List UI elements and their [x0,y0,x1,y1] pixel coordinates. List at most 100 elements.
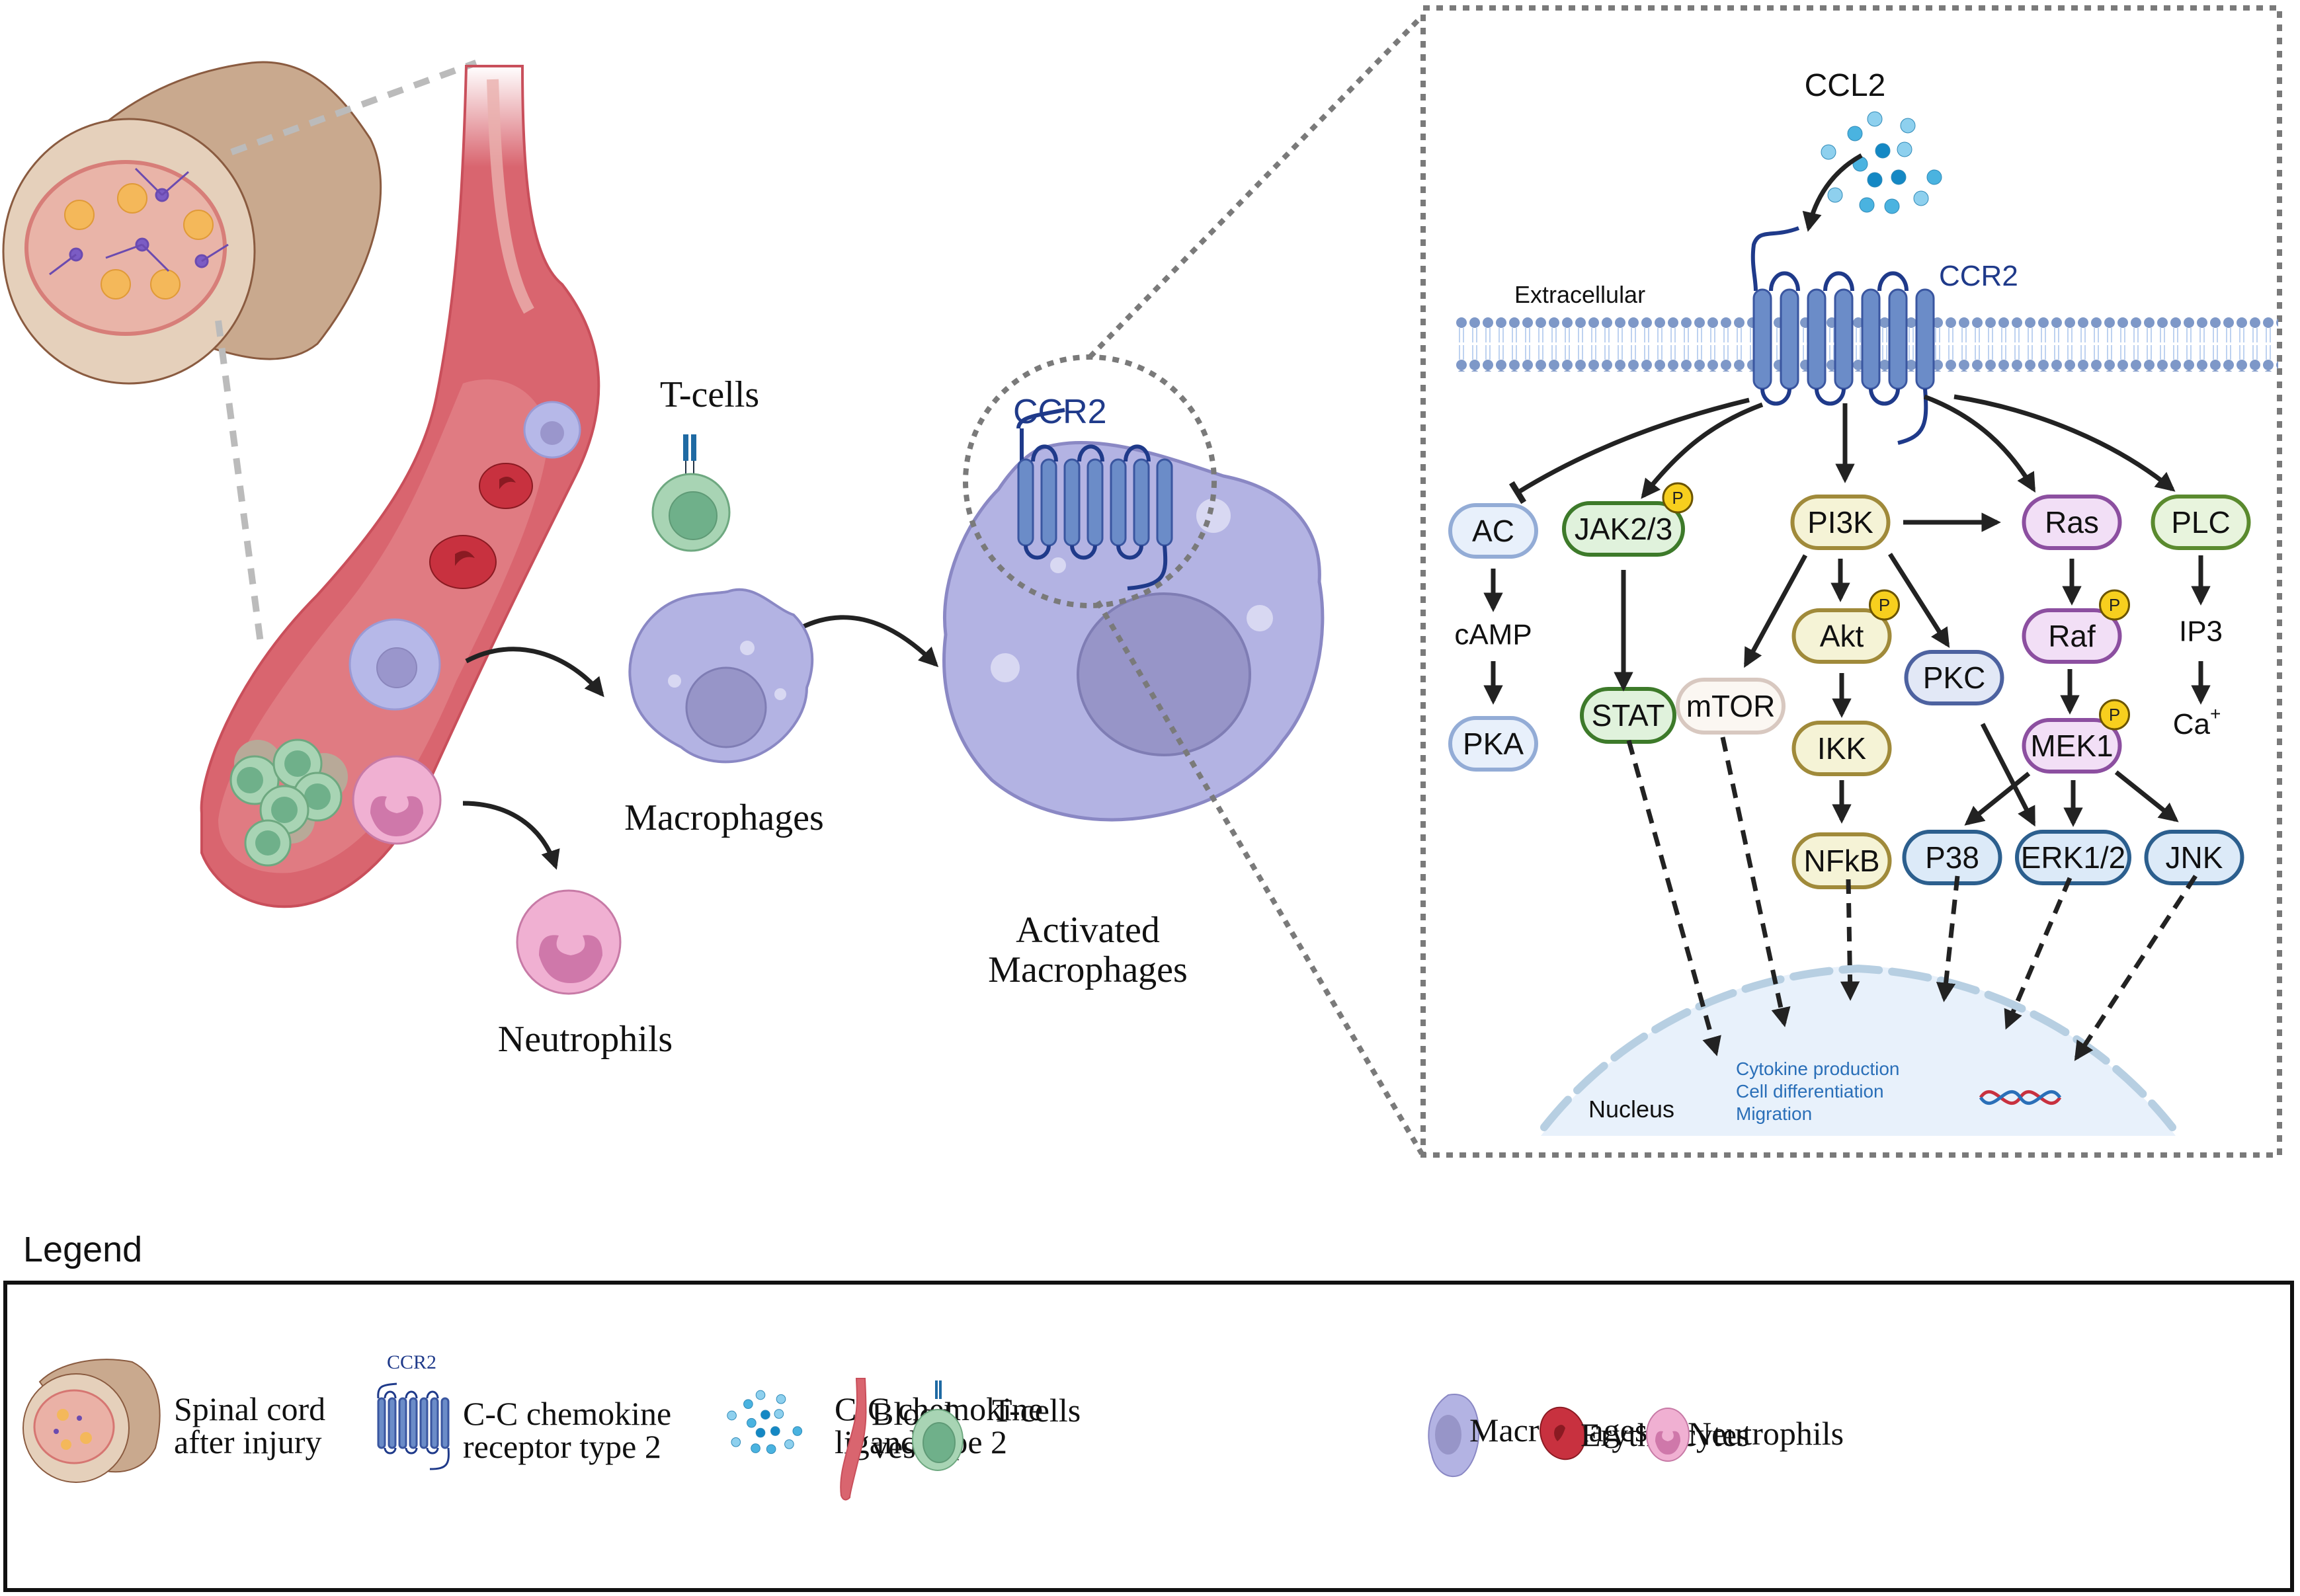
phospho-badge-akt-label: P [1879,595,1890,615]
ccl2-dot [776,1394,786,1404]
phospho-badge-raf [2099,589,2130,621]
ccl2-dot [792,1426,803,1436]
t-cell-icon [912,1380,964,1471]
activated-macrophages-label-2: Macrophages [988,949,1188,990]
neutrophil [516,889,622,995]
ccl2-dot [1821,144,1836,160]
activated-macrophage [942,440,1325,822]
dna-icon [1979,1090,2062,1105]
legend-label-neutrophils: Neutrophils [1688,1415,1844,1452]
node-pkc-pill [1904,650,2004,705]
ccl2-dot [755,1427,766,1438]
node-pka-label: PKA [1463,727,1524,761]
node-ip3-label: IP3 [2179,616,2223,648]
node-plc-pill [2151,495,2251,550]
node-ikk: IKK [1791,721,1892,776]
node-plc: PLC [2151,495,2251,550]
arrow-mek-p38 [1964,772,2031,826]
erythrocyte-icon [1540,1406,1586,1460]
node-raf-pill [2022,608,2122,664]
ccl2-dot [1859,197,1875,213]
ccl2-label: CCL2 [1805,68,1886,103]
outcome-differentiation: Cell differentiation [1736,1081,1884,1101]
phospho-badge-akt [1869,589,1900,621]
ccl2-dot [747,1417,757,1428]
ccl2-dot [1926,169,1942,185]
ccl2-ligand-dots [1821,111,1942,214]
spinal-cord-cross-section [2,61,382,385]
node-ras-label: Ras [2045,505,2099,539]
legend-label-ccr2-2: receptor type 2 [463,1428,661,1465]
arrow-pkc-erk [1980,723,2036,827]
legend-ccr2-icon-label: CCR2 [387,1351,436,1373]
node-erk: ERK1/2 [2015,830,2131,885]
node-p38-label: P38 [1925,840,1979,875]
arrow-pi3k-pkc [1888,553,1950,648]
node-pi3k-pill [1790,495,1891,550]
node-ikk-label: IKK [1817,731,1866,766]
arrow-to-ras [1923,394,2036,493]
ccr2-receptor-icon [377,1382,450,1470]
legend-label-ccr2-1: C-C chemokine [463,1395,671,1432]
ccl2-dot [1900,118,1916,134]
pathway-arrows [1483,512,2211,827]
arrow-mek-jnk [2114,770,2179,822]
ccl2-dot [1867,111,1883,127]
node-erk-label: ERK1/2 [2021,840,2126,875]
node-akt: Akt P [1791,589,1900,664]
node-akt-pill [1791,608,1892,664]
legend-item-ccr2: CCR2 C-C chemokine receptor type 2 [377,1351,671,1470]
node-ca-superscript: + [2210,703,2221,724]
zoom-connector-bottom [215,320,265,649]
dashed-jnk [2074,875,2197,1061]
node-nfkb-pill [1791,832,1892,889]
node-pi3k-label: PI3K [1807,505,1873,539]
ccl2-dot [743,1399,753,1409]
macrophage [628,588,814,764]
legend-item-t-cell: T-cells [912,1380,1081,1471]
macrophages-label: Macrophages [624,797,824,838]
vessel-macrophage [523,401,581,459]
neurons-icon [49,167,229,276]
node-akt-label: Akt [1820,619,1864,653]
dashed-p38 [1936,875,1960,1002]
legend-box [3,1281,2294,1592]
ccl2-dot [1891,169,1907,185]
activated-macrophages-label-1: Activated [1016,910,1160,951]
ccl2-dot [770,1426,780,1436]
ccl2-dot [1913,190,1929,206]
phospho-badge-mek1 [2099,699,2130,731]
node-ras: Ras [2022,495,2122,550]
node-ac-label: AC [1472,514,1514,548]
node-jnk-pill [2144,830,2244,885]
phospho-badge-jak [1662,482,1694,514]
ccl2-dot [751,1443,760,1453]
ccl2-dot [784,1439,794,1449]
node-plc-label: PLC [2171,505,2230,539]
ccl2-dot [774,1409,784,1419]
ccr2-receptor-on-cell [1016,408,1173,590]
node-pkc-label: PKC [1923,660,1986,695]
node-jak: JAK2/3P [1562,482,1694,557]
node-ac-pill [1448,503,1538,559]
ccl2-dot [1847,126,1863,141]
zoom-connector-top [230,60,477,155]
pathway-panel-border [1420,5,2282,1158]
node-jak-pill [1562,501,1685,557]
node-ikk-pill [1791,721,1892,776]
vessel-macrophage-2 [349,618,441,711]
ccr2-label: CCR2 [1939,260,2018,292]
arrow-pi3k-mtor [1743,554,1808,668]
node-pka-pill [1448,716,1538,772]
dashed-stat [1626,740,1721,1057]
macrophage-icon [1428,1394,1480,1478]
neutrophil-icon [1646,1408,1690,1462]
ccl2-dot [1867,172,1883,188]
node-nfkb-label: NFkB [1804,844,1880,878]
nuclear-signals [1626,737,2197,1061]
node-ca-text: Ca [2173,708,2211,740]
ccl2-dot [1827,187,1843,203]
phospho-badge-jak-label: P [1672,488,1683,508]
